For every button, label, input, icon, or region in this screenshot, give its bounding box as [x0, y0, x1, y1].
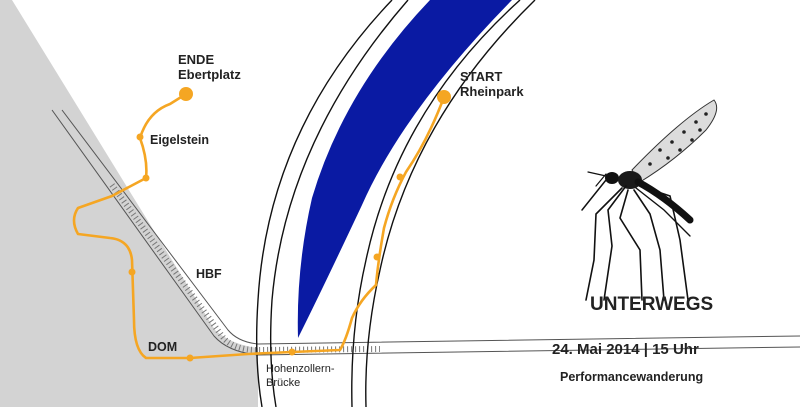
mosquito-illustration — [581, 99, 718, 301]
start-name-label: Rheinpark — [460, 84, 524, 99]
eigelstein-label: Eigelstein — [150, 133, 209, 147]
railway-track — [51, 109, 800, 356]
end-point-marker — [179, 87, 193, 101]
event-title: UNTERWEGS — [590, 294, 713, 315]
bridge-label-line2: Brücke — [266, 377, 300, 389]
walking-route — [72, 92, 446, 360]
event-subtitle: Performancewanderung — [560, 370, 703, 384]
bridge-label-line1: Hohenzollern- — [266, 363, 335, 375]
event-date: 24. Mai 2014 | 15 Uhr — [552, 341, 699, 358]
start-title-label: START — [460, 69, 502, 84]
end-name-label: Ebertplatz — [178, 67, 241, 82]
river-banks — [255, 0, 536, 407]
rhine-river — [297, 0, 512, 338]
start-point-marker — [437, 90, 451, 104]
route-stops — [128, 87, 451, 362]
hbf-label: HBF — [196, 267, 222, 281]
end-title-label: ENDE — [178, 52, 214, 67]
dom-label: DOM — [148, 340, 177, 354]
